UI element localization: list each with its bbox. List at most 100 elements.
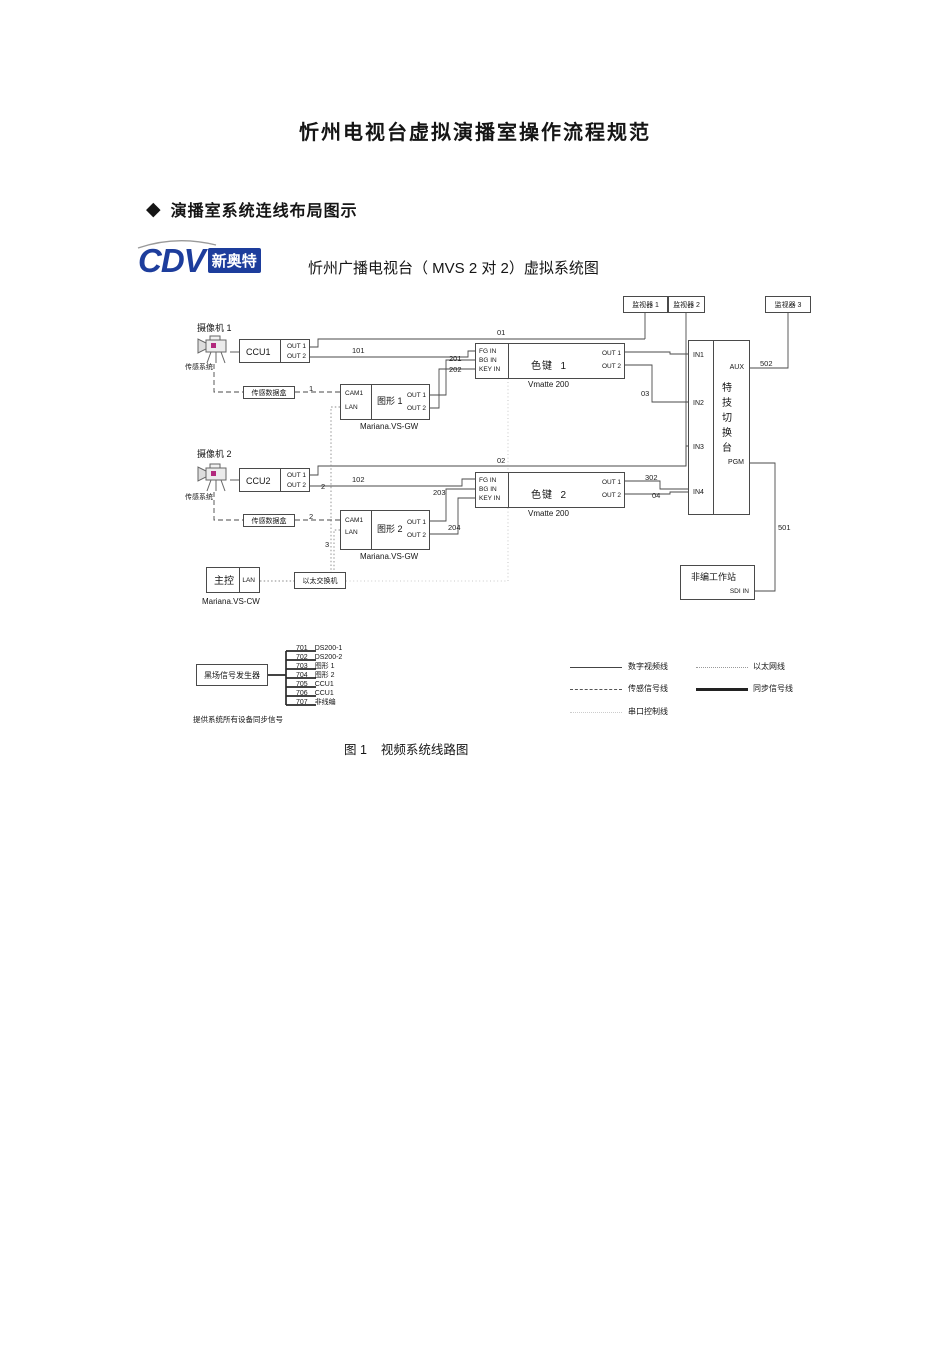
ethernet-switch-box: 以太交换机 <box>294 572 346 589</box>
cable-label-102: 102 <box>352 475 365 484</box>
sync-line-name: DS200-1 <box>314 645 343 652</box>
switcher-in2-port: IN2 <box>693 400 704 407</box>
graphics-1-out1-port: OUT 1 <box>406 392 426 399</box>
keyer-1-key-port: KEY IN <box>479 366 501 373</box>
keyer-2-key-port: KEY IN <box>479 495 501 502</box>
cable-label-04: 04 <box>652 491 661 500</box>
nle-sdi-in-port: SDI IN <box>729 587 749 595</box>
keyer-1-out1-port: OUT 1 <box>601 350 621 357</box>
graphics-2-out2-port: OUT 2 <box>406 532 426 539</box>
cable-label-01: 01 <box>497 328 506 337</box>
sensor-databox-2: 传感数据盒 <box>243 514 295 527</box>
master-control-model: Mariana.VS-CW <box>202 597 260 606</box>
graphics-1-out2-port: OUT 2 <box>406 405 426 412</box>
ccu2-out1-port: OUT 1 <box>286 472 306 479</box>
sync-line-name: CCU1 <box>314 690 334 697</box>
sync-line-row: 706 CCU1 <box>296 690 334 697</box>
cable-label-302: 302 <box>645 473 658 482</box>
graphics-1-lan-port: LAN <box>345 404 358 411</box>
graphics-2-cam-port: CAM1 <box>345 517 364 524</box>
cable-label-3: 3 <box>325 540 330 549</box>
sync-line-num: 707 <box>296 699 308 706</box>
sync-line-num: 701 <box>296 645 308 652</box>
black-burst-note: 提供系统所有设备同步信号 <box>193 715 283 724</box>
cable-label-203: 203 <box>433 488 446 497</box>
monitor-2-box: 监视器 2 <box>668 296 705 313</box>
cable-label-03: 03 <box>641 389 650 398</box>
ccu2-name: CCU2 <box>246 476 271 486</box>
monitor-3-box: 监视器 3 <box>765 296 811 313</box>
master-control-box: 主控 LAN <box>206 567 260 593</box>
logo-swoosh-icon <box>137 239 217 249</box>
switcher-aux-port: AUX <box>729 364 744 371</box>
document-title: 忻州电视台虚拟演播室操作流程规范 <box>299 122 651 144</box>
sync-line-num: 703 <box>296 663 308 670</box>
camera-2-icon <box>194 462 232 497</box>
ccu1-out2-port: OUT 2 <box>286 353 306 360</box>
cable-label-201: 201 <box>449 354 462 363</box>
cable-label-1: 1 <box>309 384 314 393</box>
graphics-2-box: CAM1 LAN 图形 2 OUT 1 OUT 2 <box>340 510 430 550</box>
monitor-3-label: 监视器 3 <box>774 301 802 309</box>
camera-1-label: 摄像机 1 <box>197 323 232 333</box>
legend-line-ethernet <box>696 667 748 668</box>
keyer-2-fg-port: FG IN <box>479 477 497 484</box>
switcher-title: 特技切换台 <box>722 383 732 454</box>
nle-title: 非编工作站 <box>691 572 737 582</box>
ccu1-out1-port: OUT 1 <box>286 343 306 350</box>
sync-line-name: 非线编 <box>314 699 336 706</box>
switcher-box: IN1 IN2 IN3 IN4 AUX PGM 特技切换台 <box>688 340 750 515</box>
legend-label-digital-video: 数字视频线 <box>628 662 668 671</box>
ccu2-box: CCU2 OUT 1 OUT 2 <box>239 468 310 492</box>
graphics-2-title: 图形 2 <box>377 524 403 534</box>
legend-label-sensor: 传感信号线 <box>628 684 668 693</box>
keyer-1-fg-port: FG IN <box>479 348 497 355</box>
keyer-1-title: 色键 1 <box>531 361 568 372</box>
cable-label-2: 2 <box>321 482 326 491</box>
legend-line-digital-video <box>570 667 622 668</box>
switcher-pgm-port: PGM <box>728 459 744 466</box>
camera-2-label: 摄像机 2 <box>197 449 232 459</box>
sensor-databox-1: 传感数据盒 <box>243 386 295 399</box>
section-heading: ◆ 演播室系统连线布局图示 <box>146 197 358 221</box>
keyer-1-bg-port: BG IN <box>479 357 497 364</box>
sync-line-name: DS200-2 <box>314 654 343 661</box>
keyer-2-box: FG IN BG IN KEY IN 色键 2 OUT 1 OUT 2 <box>475 472 625 508</box>
monitor-2-label: 监视器 2 <box>673 301 700 309</box>
sync-line-num: 705 <box>296 681 308 688</box>
legend-label-ethernet: 以太网线 <box>753 662 785 671</box>
graphics-2-out1-port: OUT 1 <box>406 519 426 526</box>
cable-label-02: 02 <box>497 456 506 465</box>
legend-line-sync <box>696 688 748 691</box>
sync-line-row: 705 CCU1 <box>296 681 334 688</box>
sync-line-name: 图形 2 <box>314 672 335 679</box>
keyer-2-out1-port: OUT 1 <box>601 479 621 486</box>
sync-line-row: 701 DS200-1 <box>296 645 342 652</box>
legend-label-serial: 串口控制线 <box>628 707 668 716</box>
sensor-databox-2-label: 传感数据盒 <box>251 517 287 525</box>
keyer-1-model: Vmatte 200 <box>528 380 569 389</box>
keyer-2-title: 色键 2 <box>531 490 568 501</box>
keyer-1-box: FG IN BG IN KEY IN 色键 1 OUT 1 OUT 2 <box>475 343 625 379</box>
keyer-1-out2-port: OUT 2 <box>601 363 621 370</box>
graphics-2-model: Mariana.VS-GW <box>360 552 419 561</box>
graphics-1-cam-port: CAM1 <box>345 390 364 397</box>
cable-label-501: 501 <box>778 523 791 532</box>
cable-label-204: 204 <box>448 523 461 532</box>
camera-1-icon <box>194 334 232 369</box>
graphics-1-box: CAM1 LAN 图形 1 OUT 1 OUT 2 <box>340 384 430 420</box>
legend-line-serial <box>570 712 622 713</box>
logo-brand-text: 新奥特 <box>207 248 261 273</box>
cable-label-502: 502 <box>760 359 773 368</box>
monitor-1-box: 监视器 1 <box>623 296 668 313</box>
sync-line-num: 706 <box>296 690 308 697</box>
keyer-2-model: Vmatte 200 <box>528 509 569 518</box>
switcher-in4-port: IN4 <box>693 489 704 496</box>
sync-line-name: CCU1 <box>314 681 334 688</box>
switcher-in3-port: IN3 <box>693 444 704 451</box>
camera-1-sensor-label: 传感系统 <box>185 364 213 371</box>
switcher-in1-port: IN1 <box>693 352 704 359</box>
cable-label-202: 202 <box>449 365 462 374</box>
legend-label-sync: 同步信号线 <box>753 684 793 693</box>
